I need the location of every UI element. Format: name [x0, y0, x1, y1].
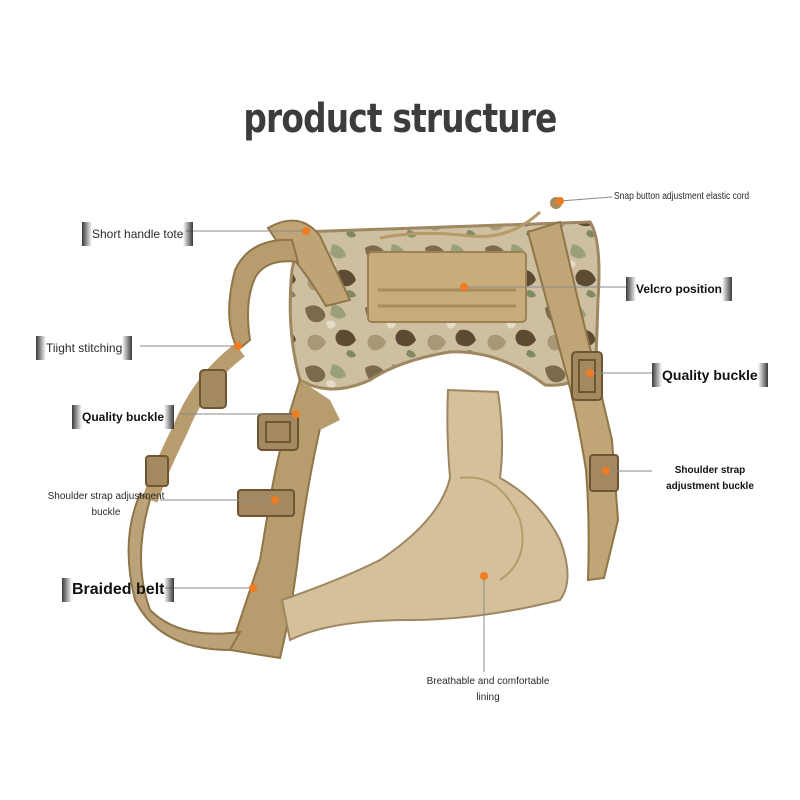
marker-breathable: [480, 572, 488, 580]
marker-velcro: [460, 283, 468, 291]
marker-stitching: [234, 342, 242, 350]
label-breathable-lining: Breathable and comfortable lining: [426, 676, 550, 703]
belly-belt: [127, 492, 242, 652]
buckle-left-upper: [257, 413, 299, 451]
buckle-left-side: [199, 369, 227, 409]
label-short-handle: Short handle tote: [82, 222, 194, 246]
label-velcro: Velcro position: [626, 277, 733, 301]
label-quality-buckle-right: Quality buckle: [652, 363, 768, 387]
left-shoulder-strap: [228, 238, 300, 352]
label-quality-buckle-left: Quality buckle: [72, 405, 175, 429]
page-title: product structure: [243, 96, 557, 142]
label-braided-belt: Braided belt: [62, 578, 175, 602]
buckle-left-lower: [145, 455, 169, 487]
adjust-buckle-left: [237, 489, 295, 517]
label-shoulder-right: Shoulder strap adjustment buckle: [666, 465, 754, 492]
label-shoulder-left: Shoulder strap adjustment buckle: [47, 491, 165, 518]
label-tight-stitching: Tiight stitching: [36, 336, 133, 360]
marker-braided-belt: [249, 584, 257, 592]
breathable-lining-pad: [280, 388, 569, 642]
marker-handle: [302, 227, 310, 235]
marker-quality-buckle-left: [292, 410, 300, 418]
marker-dots: [234, 197, 610, 592]
label-snap-button: Snap button adjustment elastic cord: [614, 191, 750, 202]
marker-shoulder-left: [271, 496, 279, 504]
marker-shoulder-right: [602, 467, 610, 475]
marker-snap-button: [556, 197, 564, 205]
marker-quality-buckle-right: [586, 369, 594, 377]
